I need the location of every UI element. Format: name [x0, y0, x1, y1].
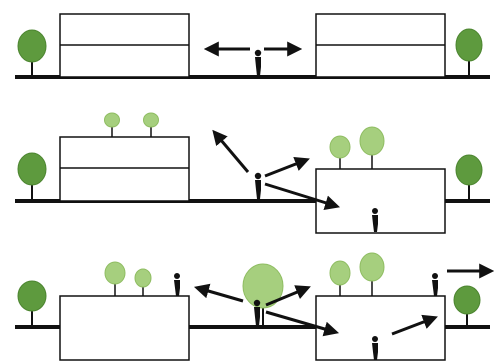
tree-icon	[104, 261, 126, 296]
arrow-icon	[212, 129, 250, 173]
tree-icon	[17, 29, 47, 77]
arrow-icon	[264, 156, 310, 178]
arrow-icon	[193, 283, 244, 303]
tree-icon	[359, 252, 385, 296]
arrow-icon	[265, 310, 340, 337]
roof-trees	[104, 112, 159, 137]
roof-trees	[104, 261, 152, 296]
sunken-building	[315, 295, 446, 361]
tree-icon	[455, 28, 483, 77]
tree-icon	[134, 268, 152, 296]
building-left	[59, 13, 190, 78]
person-icon	[254, 172, 262, 199]
arrow-icon	[264, 182, 341, 210]
person-icon	[372, 208, 378, 232]
tree-icon	[329, 260, 351, 296]
arrow-icon	[265, 285, 311, 307]
tree-icon	[17, 152, 47, 201]
panel-roof-park	[15, 252, 495, 361]
tree-icon	[329, 135, 351, 169]
tree-icon	[143, 112, 159, 137]
panel-raised-and-sunken	[15, 112, 490, 234]
sunken-building	[315, 168, 446, 234]
person-icon	[432, 273, 438, 296]
person-icon	[174, 273, 180, 296]
person-icon	[372, 336, 378, 360]
roof-trees	[329, 126, 385, 169]
tree-icon	[359, 126, 385, 169]
person-icon	[254, 49, 262, 76]
building-right	[315, 13, 446, 78]
panel-street-level	[15, 13, 490, 79]
arrow-icon	[391, 314, 438, 336]
building-left	[59, 136, 190, 202]
roof-trees	[329, 252, 385, 296]
person-icon	[253, 299, 261, 326]
building-left	[59, 295, 190, 361]
tree-icon	[104, 112, 120, 137]
tree-icon	[17, 280, 47, 327]
tree-icon	[453, 285, 481, 327]
tree-icon	[242, 263, 284, 327]
tree-icon	[455, 154, 483, 201]
